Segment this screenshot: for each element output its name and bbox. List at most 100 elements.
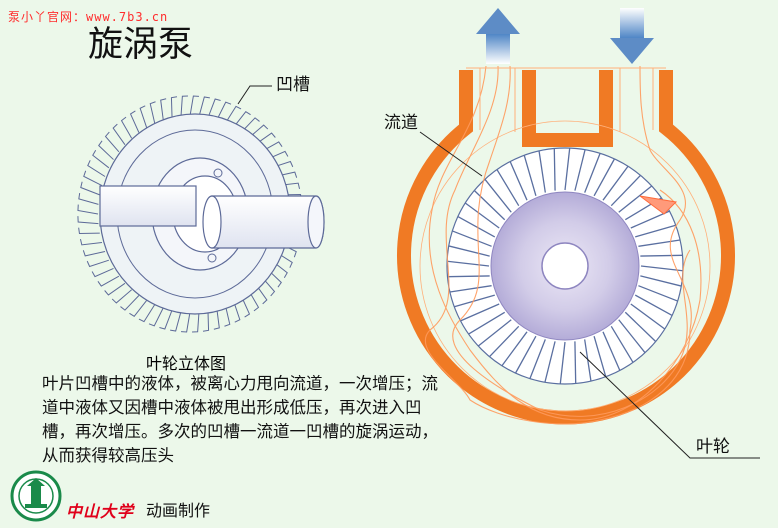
impeller-blade — [538, 150, 546, 193]
impeller-tooth — [240, 295, 251, 318]
impeller-tooth — [216, 101, 232, 121]
credit-text: 动画制作 — [146, 501, 211, 520]
impeller-blade — [544, 341, 556, 383]
impeller-blade — [630, 303, 666, 330]
impeller-blade — [635, 224, 676, 238]
page-title: 旋涡泵 — [88, 25, 194, 65]
impeller-tooth — [91, 267, 114, 278]
flow-swirl-lines — [424, 65, 702, 425]
impeller-blade — [448, 245, 490, 257]
impeller-tooth — [240, 117, 260, 133]
impeller-tooth — [198, 96, 210, 117]
impeller-tooth — [224, 304, 231, 327]
impeller-tooth — [170, 311, 182, 332]
impeller-blade — [602, 331, 621, 371]
impeller-tooth — [181, 311, 191, 333]
impeller-tooth — [180, 95, 188, 117]
impeller-blade — [574, 341, 577, 384]
impeller-tooth — [129, 300, 148, 318]
label-groove: 凹槽 — [276, 75, 310, 95]
impeller-tooth — [77, 204, 99, 215]
impeller-blade — [460, 303, 500, 322]
impeller-tooth — [139, 105, 148, 128]
impeller-blade — [468, 311, 506, 335]
impeller-blade — [449, 285, 492, 293]
arrow-down-icon — [610, 8, 654, 64]
impeller-tooth — [149, 101, 156, 124]
arrow-up-icon — [476, 8, 520, 64]
impeller-tooth — [92, 149, 110, 169]
impeller-tooth — [120, 116, 133, 139]
impeller-tooth — [104, 282, 126, 296]
impeller-tooth — [170, 96, 178, 118]
impeller-blade — [564, 148, 571, 191]
impeller-blade — [638, 285, 678, 302]
figure-caption: 叶轮立体图 — [146, 354, 227, 373]
impeller-blade — [473, 190, 506, 221]
impeller-blade — [447, 275, 490, 278]
impeller-blade — [610, 174, 641, 207]
watermark-text: 泵小丫官网：www.7b3.cn — [8, 10, 169, 24]
impeller-tooth — [159, 309, 173, 330]
university-logo-icon — [10, 470, 62, 522]
impeller-tooth — [82, 250, 106, 257]
impeller-tooth — [120, 295, 140, 311]
impeller-tooth — [129, 110, 140, 133]
impeller-tooth — [97, 275, 120, 287]
impeller-blade — [509, 161, 528, 201]
impeller-blade — [638, 239, 681, 247]
impeller-tooth — [232, 110, 251, 128]
impeller-blade — [464, 202, 500, 229]
impeller-blade — [477, 319, 512, 347]
impeller-tooth — [78, 193, 99, 205]
impeller-blade — [457, 215, 496, 238]
impeller-blade — [602, 165, 629, 201]
impeller-tooth — [202, 310, 210, 332]
impeller-blade — [640, 265, 683, 272]
impeller-blade — [523, 155, 537, 196]
impeller-blade — [618, 185, 653, 213]
impeller-blade — [454, 294, 495, 308]
flow-direction-arrow — [639, 195, 678, 215]
impeller-tooth — [247, 289, 260, 312]
impeller-tooth — [192, 311, 200, 333]
impeller-tooth — [98, 140, 114, 160]
impeller-tooth — [87, 160, 106, 177]
impeller-tooth — [86, 259, 110, 268]
impeller-blade — [489, 325, 520, 358]
impeller-tooth — [213, 307, 220, 330]
channel-outline — [419, 120, 711, 412]
impeller-blade — [452, 230, 492, 247]
impeller-blade — [584, 153, 601, 193]
impeller-blade — [640, 275, 682, 287]
impeller-leader — [579, 351, 760, 459]
channel-leader — [419, 131, 483, 177]
impeller-blade — [496, 169, 520, 207]
impeller-blade — [630, 210, 670, 229]
impeller-blade — [559, 341, 566, 384]
impeller-blade — [553, 148, 556, 191]
impeller-tooth — [80, 181, 100, 196]
impeller-tooth — [224, 105, 242, 124]
impeller-blade — [593, 336, 607, 377]
impeller-blade — [634, 294, 673, 317]
shaft-hole — [541, 242, 589, 290]
groove-leader — [237, 85, 272, 105]
impeller-blade — [640, 254, 683, 257]
impeller-blade — [624, 311, 657, 342]
impeller-tooth — [207, 98, 221, 119]
impeller-tooth — [148, 307, 164, 327]
impeller-blade — [574, 149, 586, 191]
impeller-tooth — [77, 216, 99, 225]
impeller-tooth — [232, 300, 241, 323]
impeller-blade — [593, 158, 616, 197]
impeller-tooth — [78, 227, 100, 235]
description-text: 叶片凹槽中的液体，被离心力甩向流道，一次增压；流道中液体又因槽中液体被甩出形成低… — [42, 374, 438, 465]
impeller-tooth — [111, 289, 132, 304]
impeller-tooth — [83, 170, 103, 186]
impeller-tooth — [189, 95, 199, 117]
shaft — [99, 185, 325, 249]
impeller-blade — [610, 325, 634, 363]
impeller-blade — [484, 178, 512, 213]
